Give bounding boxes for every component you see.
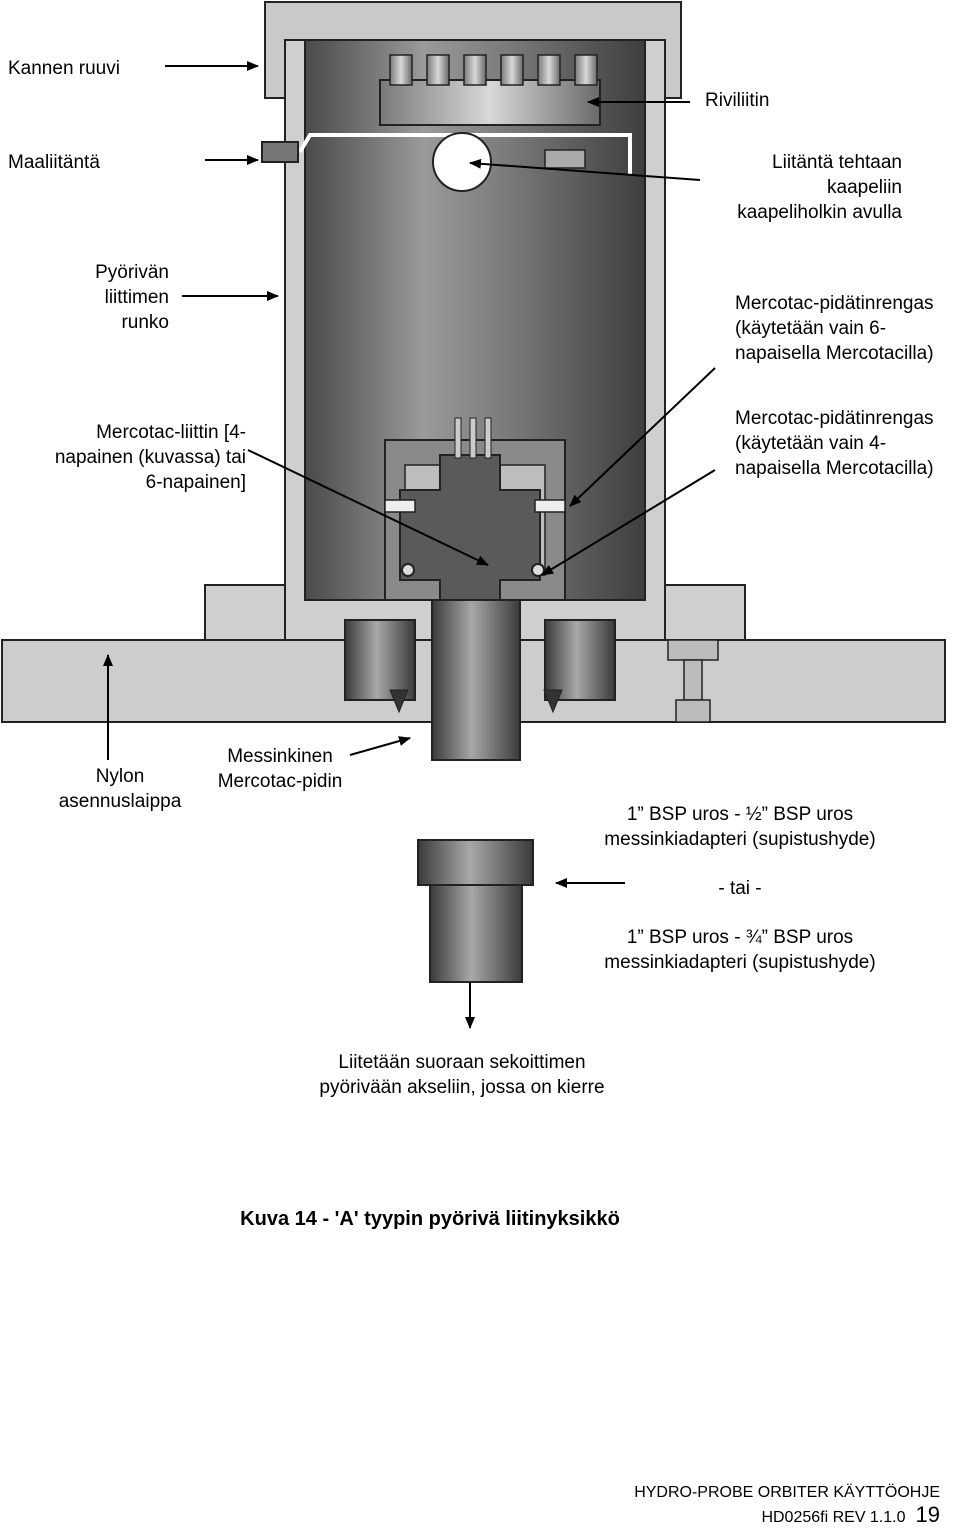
page-number: 19 bbox=[915, 1502, 940, 1527]
earth-terminal bbox=[261, 141, 299, 163]
label-riviliitin: Riviliitin bbox=[705, 90, 770, 111]
brass-holder bbox=[431, 599, 521, 761]
label-tai: - tai - bbox=[718, 878, 762, 899]
footer-doc-code: HD0256fi REV 1.1.0 bbox=[761, 1509, 906, 1526]
figure-caption: Kuva 14 - 'A' tyypin pyörivä liitinyksik… bbox=[240, 1208, 620, 1230]
label-adapter-threequarter: 1” BSP uros - ¾” BSP uros messinkiadapte… bbox=[604, 927, 876, 973]
label-mercotac-liittin: Mercotac-liittin [4- napainen (kuvassa) … bbox=[54, 422, 246, 493]
label-pyorivan-runko: Pyörivän liittimen runko bbox=[95, 262, 169, 333]
cable-gland-hole bbox=[432, 132, 492, 192]
brass-adapter bbox=[417, 839, 534, 983]
leader-lines bbox=[103, 61, 716, 1029]
label-nylon: Nylon asennuslaippa bbox=[58, 766, 182, 812]
mercotac-connector bbox=[384, 417, 566, 681]
footer-manual-title: HYDRO-PROBE ORBITER KÄYTTÖOHJE bbox=[634, 1484, 940, 1501]
label-maaliitanta: Maaliitäntä bbox=[8, 152, 100, 173]
label-liitanta-kaapeli: Liitäntä tehtaan kaapeliin kaapeliholkin… bbox=[737, 152, 902, 223]
label-kannen-ruuvi: Kannen ruuvi bbox=[8, 58, 120, 79]
label-pidatinrengas-6: Mercotac-pidätinrengas (käytetään vain 6… bbox=[735, 293, 934, 364]
label-messinkinen: Messinkinen Mercotac-pidin bbox=[217, 746, 343, 792]
label-liitetaan: Liitetään suoraan sekoittimen pyörivään … bbox=[319, 1052, 605, 1098]
label-pidatinrengas-4: Mercotac-pidätinrengas (käytetään vain 4… bbox=[735, 408, 934, 479]
footer-doc-line: HD0256fi REV 1.1.0 19 bbox=[761, 1502, 940, 1528]
label-adapter-half: 1” BSP uros - ½” BSP uros messinkiadapte… bbox=[604, 804, 876, 850]
cable-clip bbox=[544, 149, 586, 169]
terminal-block bbox=[379, 54, 601, 126]
